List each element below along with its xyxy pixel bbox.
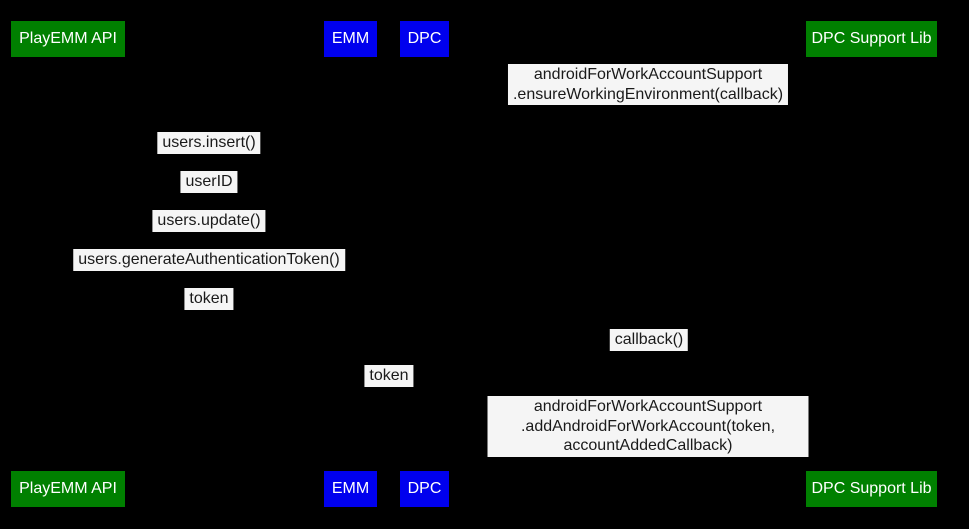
message-token-to-emm: token: [184, 288, 234, 310]
participant-emm-bottom: EMM: [324, 471, 377, 507]
participant-playemm-api-bottom: PlayEMM API: [11, 471, 125, 507]
message-users-insert: users.insert(): [157, 132, 261, 154]
message-token-to-dpc: token: [364, 365, 414, 387]
message-user-id: userID: [180, 171, 238, 193]
message-callback: callback(): [609, 329, 689, 351]
message-add-android-for-work-account: androidForWorkAccountSupport .addAndroid…: [487, 396, 809, 457]
message-generate-authentication-token: users.generateAuthenticationToken(): [73, 249, 345, 271]
participant-dpc-top: DPC: [400, 21, 449, 57]
participant-dpc-support-lib-top: DPC Support Lib: [806, 21, 937, 57]
participant-emm-top: EMM: [324, 21, 377, 57]
participant-dpc-support-lib-bottom: DPC Support Lib: [806, 471, 937, 507]
participant-dpc-bottom: DPC: [400, 471, 449, 507]
message-ensure-working-environment: androidForWorkAccountSupport .ensureWork…: [507, 64, 789, 105]
message-users-update: users.update(): [152, 210, 266, 232]
participant-playemm-api-top: PlayEMM API: [11, 21, 125, 57]
